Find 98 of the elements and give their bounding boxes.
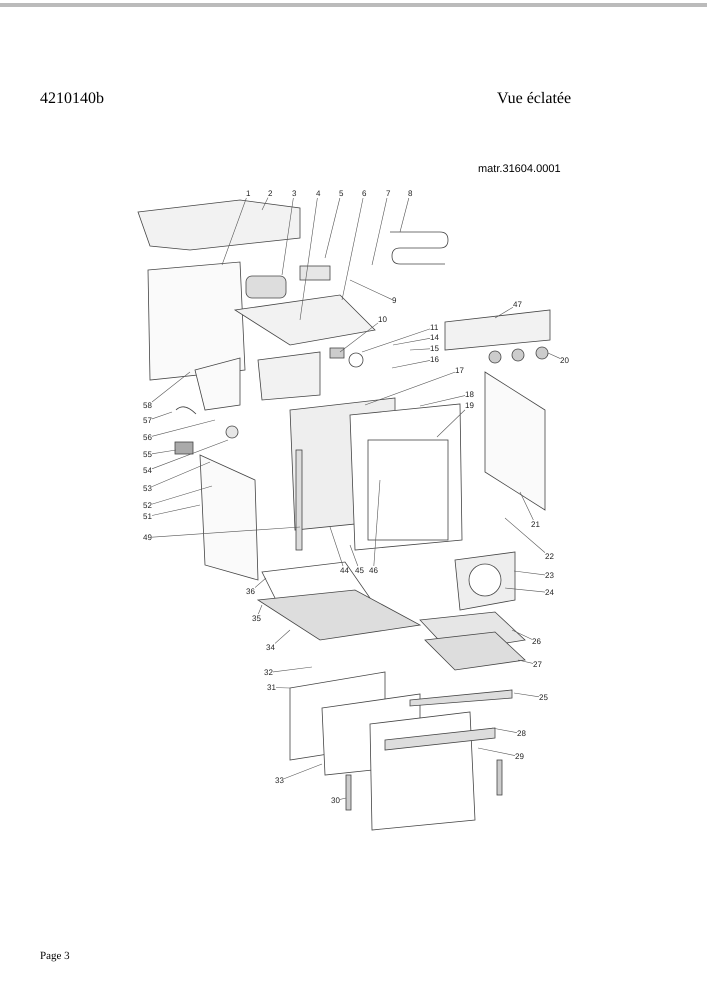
leader-line [254, 578, 266, 588]
callout-number: 23 [545, 571, 554, 580]
leader-line [364, 372, 456, 406]
leader-line [400, 198, 410, 232]
leader-line [152, 450, 176, 454]
leader-line [222, 198, 247, 266]
callout-number: 47 [513, 300, 522, 309]
leader-line [324, 198, 340, 258]
leader-line [410, 348, 430, 350]
callout-number: 57 [143, 416, 152, 425]
leader-line [350, 280, 392, 300]
callout-number: 1 [246, 189, 250, 198]
callout-number: 10 [378, 315, 387, 324]
leader-line [514, 692, 540, 698]
callout-number: 3 [292, 189, 296, 198]
leader-line [152, 440, 228, 470]
leader-line [284, 764, 322, 780]
callout-number: 36 [246, 587, 255, 596]
leader-line [362, 328, 430, 352]
leader-line [152, 526, 300, 538]
leader-line [514, 570, 546, 576]
callout-number: 28 [517, 729, 526, 738]
callout-number: 34 [266, 643, 275, 652]
callout-number: 4 [316, 189, 320, 198]
callout-number: 6 [362, 189, 366, 198]
page-number: Page 3 [40, 950, 70, 962]
callout-number: 7 [386, 189, 390, 198]
leader-line [350, 544, 358, 566]
leader-line [276, 687, 290, 688]
serial-number: matr.31604.0001 [478, 163, 561, 175]
leader-line [258, 604, 262, 614]
leader-line [520, 492, 534, 520]
callout-number: 33 [275, 776, 284, 785]
callout-number: 5 [339, 189, 344, 198]
callout-number: 53 [143, 484, 152, 493]
leader-line [372, 198, 388, 266]
leader-line [152, 412, 172, 420]
callout-number: 56 [143, 433, 152, 442]
leader-line [330, 526, 344, 566]
leader-line [152, 486, 212, 504]
leader-line [340, 322, 378, 352]
callout-number: 49 [143, 533, 152, 542]
callout-number: 17 [455, 366, 464, 375]
callout-number: 15 [430, 344, 439, 353]
leader-line [342, 198, 364, 300]
callout-number: 29 [515, 752, 524, 761]
leader-line [274, 630, 290, 644]
leader-line [492, 728, 518, 733]
leader-line [504, 518, 546, 553]
leader-line [478, 748, 516, 756]
callout-number: 52 [143, 501, 152, 510]
callout-number: 16 [430, 355, 439, 364]
leader-line [392, 360, 430, 368]
callout-number: 54 [143, 466, 152, 475]
callout-number: 11 [430, 323, 438, 332]
leader-line [262, 197, 268, 210]
leader-line [152, 462, 210, 487]
callout-number: 14 [430, 333, 439, 342]
page-title: Vue éclatée [497, 90, 572, 108]
leader-line [518, 660, 534, 664]
leader-line [340, 798, 346, 800]
leader-line [152, 504, 200, 516]
callout-number: 24 [545, 588, 554, 597]
callout-number: 46 [369, 566, 378, 575]
callout-number: 55 [143, 450, 152, 459]
callout-number: 58 [143, 401, 152, 410]
callout-number: 45 [355, 566, 364, 575]
leader-line [152, 372, 190, 402]
callout-number: 21 [531, 520, 540, 529]
callout-number: 35 [252, 614, 261, 623]
callout-number: 31 [267, 683, 276, 692]
leader-line [420, 395, 466, 406]
callout-number: 20 [560, 356, 569, 365]
callout-number: 44 [340, 566, 349, 575]
document-number: 4210140b [40, 90, 104, 108]
callout-number: 30 [331, 796, 340, 805]
callout-number: 25 [539, 693, 548, 702]
callout-number: 2 [268, 189, 272, 198]
leader-line [504, 588, 546, 592]
leader-line [494, 306, 514, 318]
leader-line [272, 666, 312, 672]
leader-line [300, 198, 318, 320]
leader-line [512, 630, 532, 640]
callout-number: 32 [264, 668, 273, 677]
callout-number: 19 [465, 401, 474, 410]
callout-number: 8 [408, 189, 412, 198]
leader-line [392, 338, 430, 346]
callout-number: 27 [533, 660, 542, 669]
callout-number: 9 [392, 296, 396, 305]
leader-line [548, 352, 560, 359]
leader-line [436, 410, 466, 438]
callout-number: 18 [465, 390, 474, 399]
callout-number: 22 [545, 552, 554, 561]
leader-line [282, 198, 294, 276]
leader-line [374, 480, 380, 566]
callout-number: 26 [532, 637, 541, 646]
leader-line [152, 420, 216, 437]
callout-number: 51 [143, 512, 152, 521]
